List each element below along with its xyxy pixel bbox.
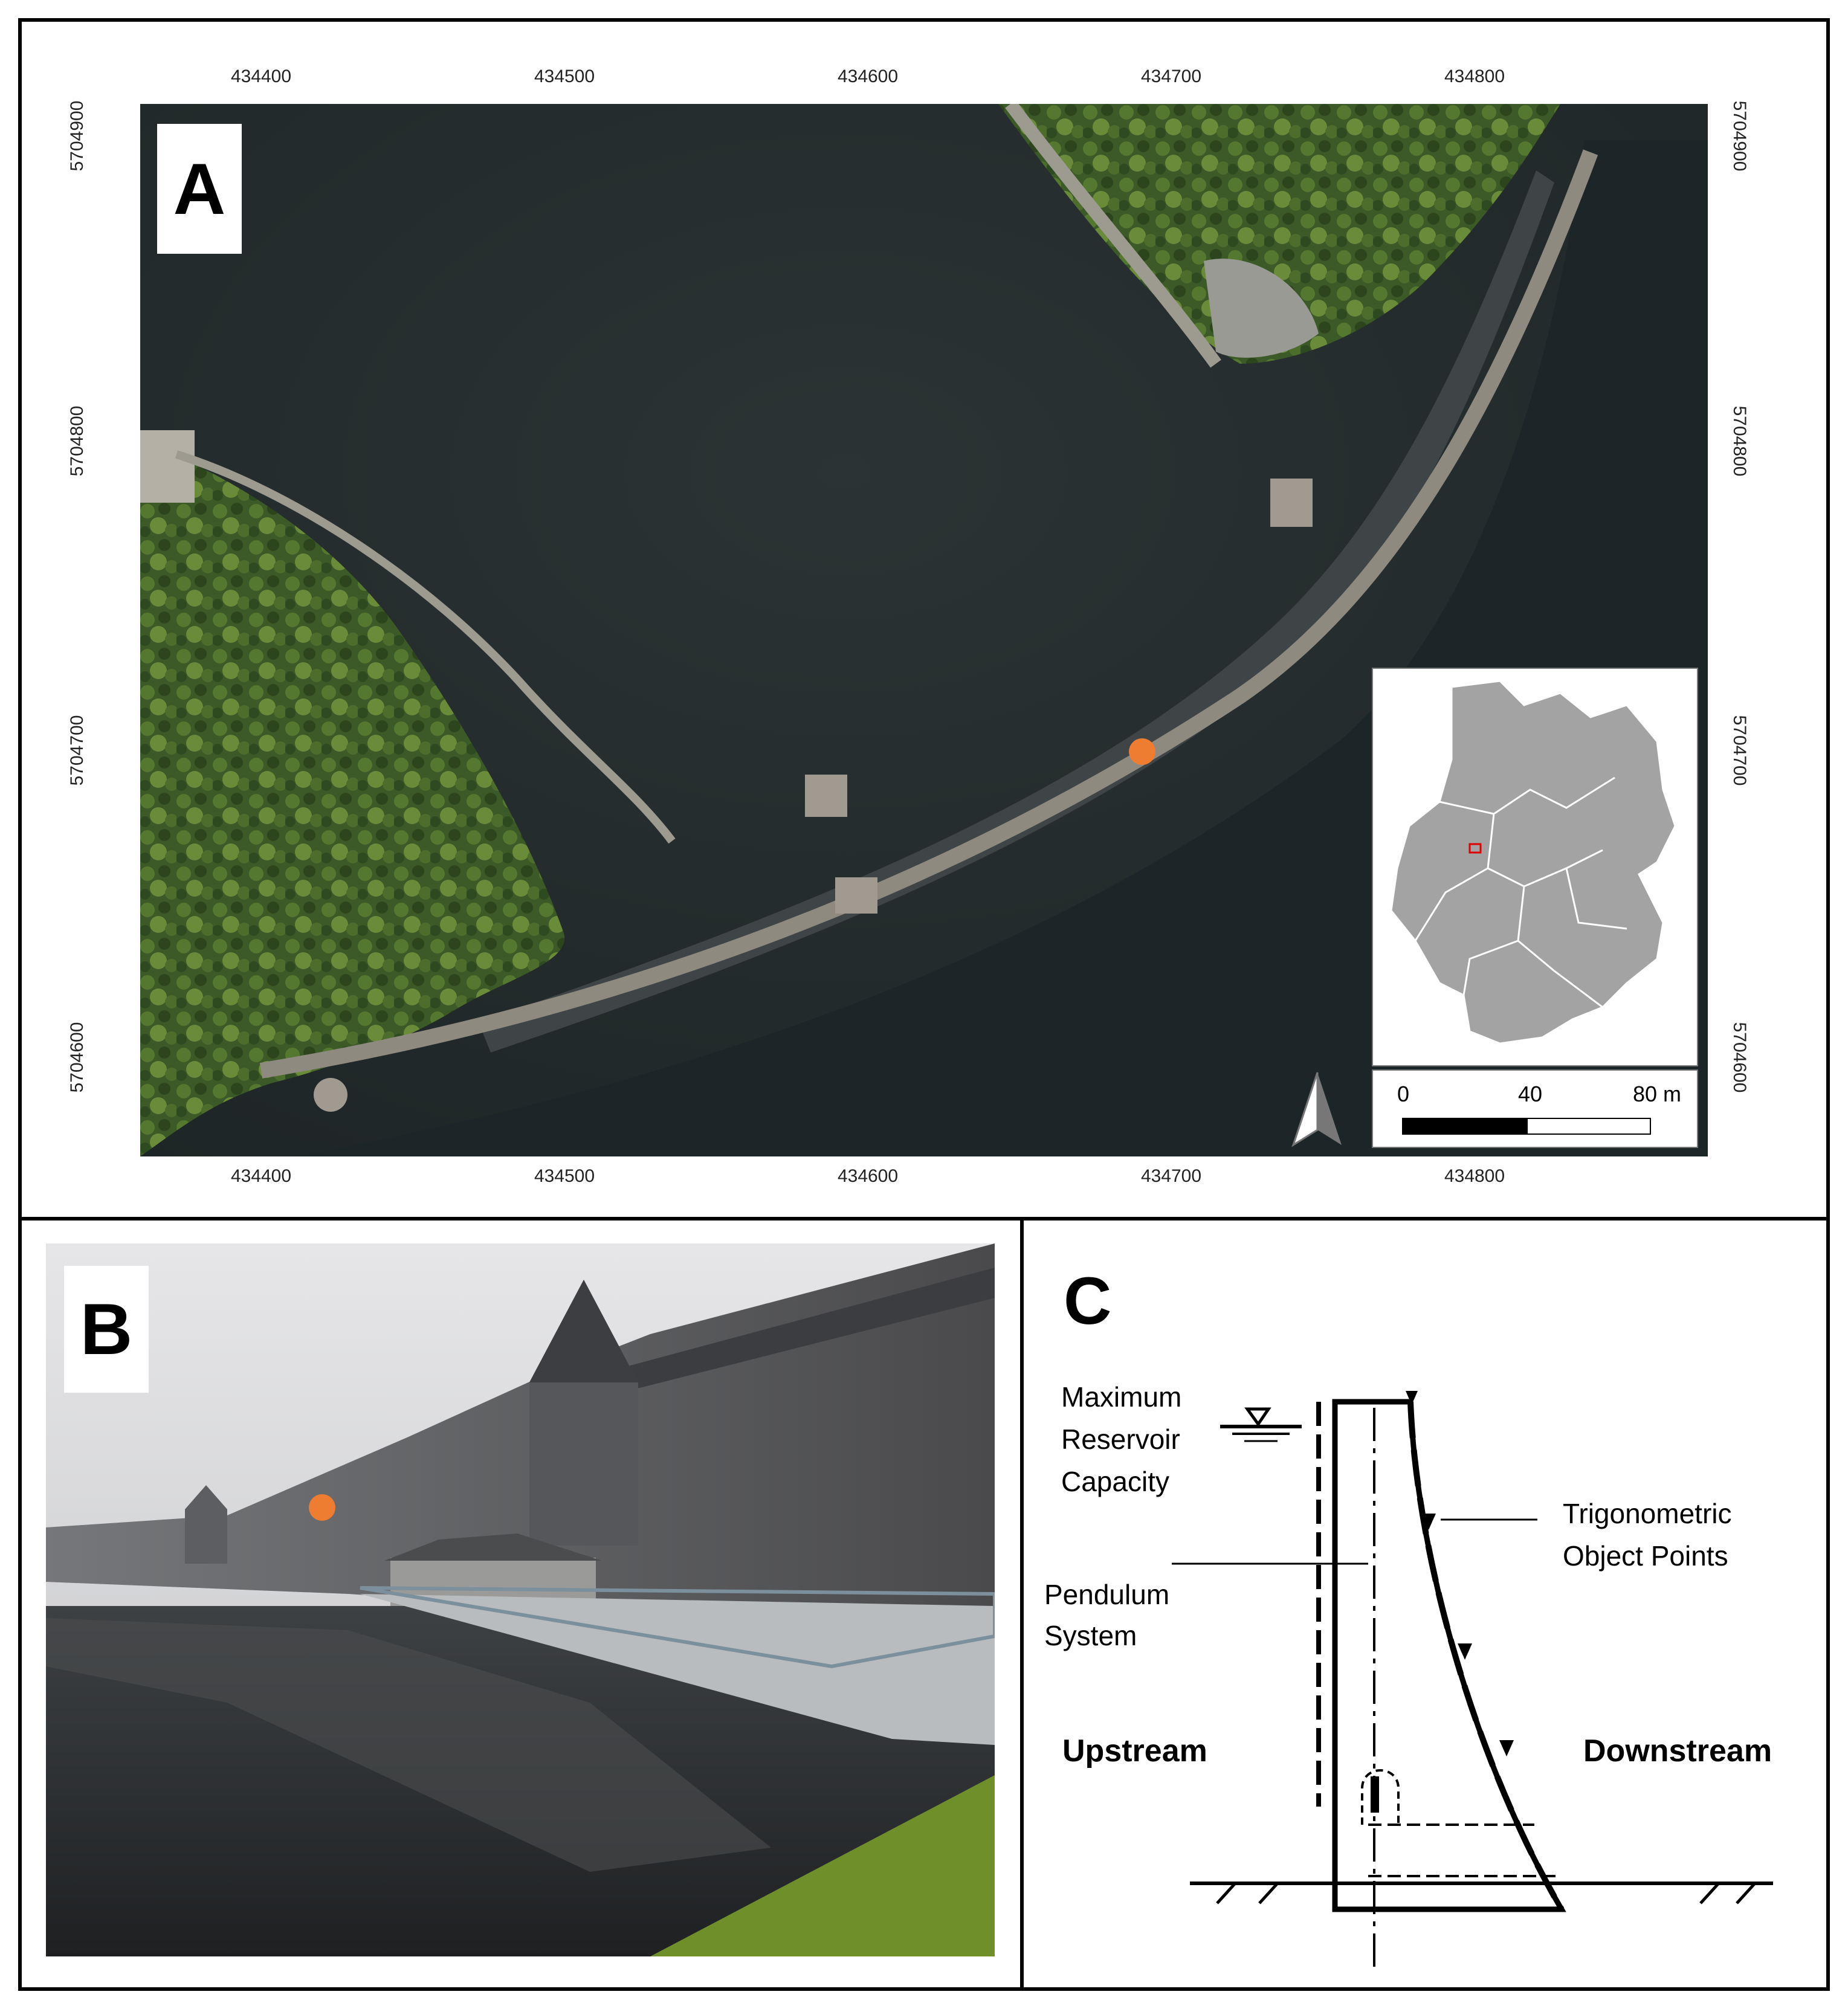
dam-tower — [835, 877, 877, 914]
y-tick-label: 5704700 — [1730, 715, 1749, 786]
state-borders — [1414, 776, 1627, 1008]
germany-map — [1390, 680, 1676, 1045]
scalebar-label-0: 0 — [1397, 1082, 1410, 1106]
valve-house-roof — [384, 1533, 602, 1561]
y-tick-label: 5704800 — [1730, 405, 1749, 477]
x-tick-label: 434400 — [230, 66, 292, 86]
y-tick-label: 5704600 — [67, 1022, 87, 1093]
building — [140, 430, 195, 503]
downstream-face-dashed — [1407, 1401, 1565, 1911]
panel-c-label: C — [1064, 1264, 1112, 1338]
walkway — [360, 1594, 995, 1745]
upstream-label: Upstream — [1062, 1733, 1207, 1769]
shore-road-left — [175, 450, 676, 844]
x-tick-label: 434600 — [837, 1166, 899, 1186]
walkway-railing — [360, 1586, 995, 1669]
dam-photo — [46, 1243, 995, 1956]
trig-point-marker — [1499, 1740, 1514, 1756]
trig-label-line2: Object Points — [1563, 1540, 1728, 1572]
y-tick-label: 5704900 — [1730, 100, 1749, 172]
scalebar-label-40: 40 — [1518, 1082, 1543, 1106]
pendulum-location-marker — [309, 1494, 335, 1521]
x-tick-label: 434800 — [1444, 66, 1505, 86]
dam-tower — [805, 775, 847, 817]
forest-left — [140, 442, 565, 1156]
y-tick-label: 5704800 — [67, 405, 87, 477]
downstream-label: Downstream — [1583, 1733, 1772, 1769]
trig-point-marker — [1406, 1391, 1418, 1405]
germany-outline — [1390, 680, 1676, 1045]
x-tick-label: 434500 — [534, 66, 595, 86]
trig-label-line1: Trigonometric — [1563, 1498, 1732, 1529]
parking-area — [1204, 259, 1319, 358]
dam-tower-far — [185, 1485, 227, 1564]
x-tick-label: 434400 — [230, 1166, 292, 1186]
dam-cross-section — [1172, 1391, 1773, 1973]
dam-reflection — [46, 1618, 771, 1872]
shore-road-right — [1005, 104, 1221, 368]
germany-inset — [1372, 668, 1698, 1066]
pendulum-label-line2: System — [1044, 1620, 1137, 1651]
ground-hatch — [1216, 1882, 1756, 1904]
x-tick-label: 434700 — [1140, 66, 1202, 86]
tower-roof — [529, 1280, 638, 1382]
scalebar-label-80: 80 m — [1633, 1082, 1682, 1106]
dam-crest — [259, 149, 1598, 1079]
pendulum-label-line1: Pendulum — [1044, 1579, 1170, 1610]
downstream-water — [297, 140, 1708, 1156]
trig-point-marker — [1458, 1643, 1472, 1660]
water-level-icon — [1244, 1407, 1271, 1427]
panel-c-frame — [1020, 1217, 1830, 1991]
inspection-gallery — [1361, 1769, 1400, 1825]
scalebar-black — [1402, 1118, 1527, 1135]
trig-point-marker — [1421, 1514, 1436, 1530]
forest-top-right — [998, 104, 1560, 364]
dam-profile — [1332, 1399, 1566, 1912]
y-tick-label: 5704600 — [1730, 1022, 1749, 1093]
reservoir-label-line1: Maximum — [1061, 1381, 1182, 1413]
study-area-marker — [1468, 843, 1482, 854]
reservoir-label-line3: Capacity — [1061, 1466, 1169, 1497]
dam-tower — [1270, 479, 1313, 527]
panel-a-label: A — [157, 124, 242, 254]
x-tick-label: 434800 — [1444, 1166, 1505, 1186]
panel-b-label: B — [64, 1266, 149, 1393]
moss-wall — [650, 1775, 995, 1956]
y-tick-label: 5704900 — [67, 100, 87, 172]
x-tick-label: 434500 — [534, 1166, 595, 1186]
x-tick-label: 434700 — [1140, 1166, 1202, 1186]
x-tick-label: 434600 — [837, 66, 899, 86]
aerial-map — [140, 104, 1708, 1156]
reservoir-label-line2: Reservoir — [1061, 1424, 1180, 1455]
scalebar-box: 0 40 80 m — [1372, 1069, 1698, 1148]
north-arrow-icon — [1291, 1072, 1342, 1147]
y-tick-label: 5704700 — [67, 715, 87, 786]
dam-tower — [314, 1078, 347, 1112]
pendulum-location-marker — [1129, 738, 1155, 765]
scalebar-white — [1527, 1118, 1651, 1135]
dam-arches — [590, 1268, 995, 1401]
